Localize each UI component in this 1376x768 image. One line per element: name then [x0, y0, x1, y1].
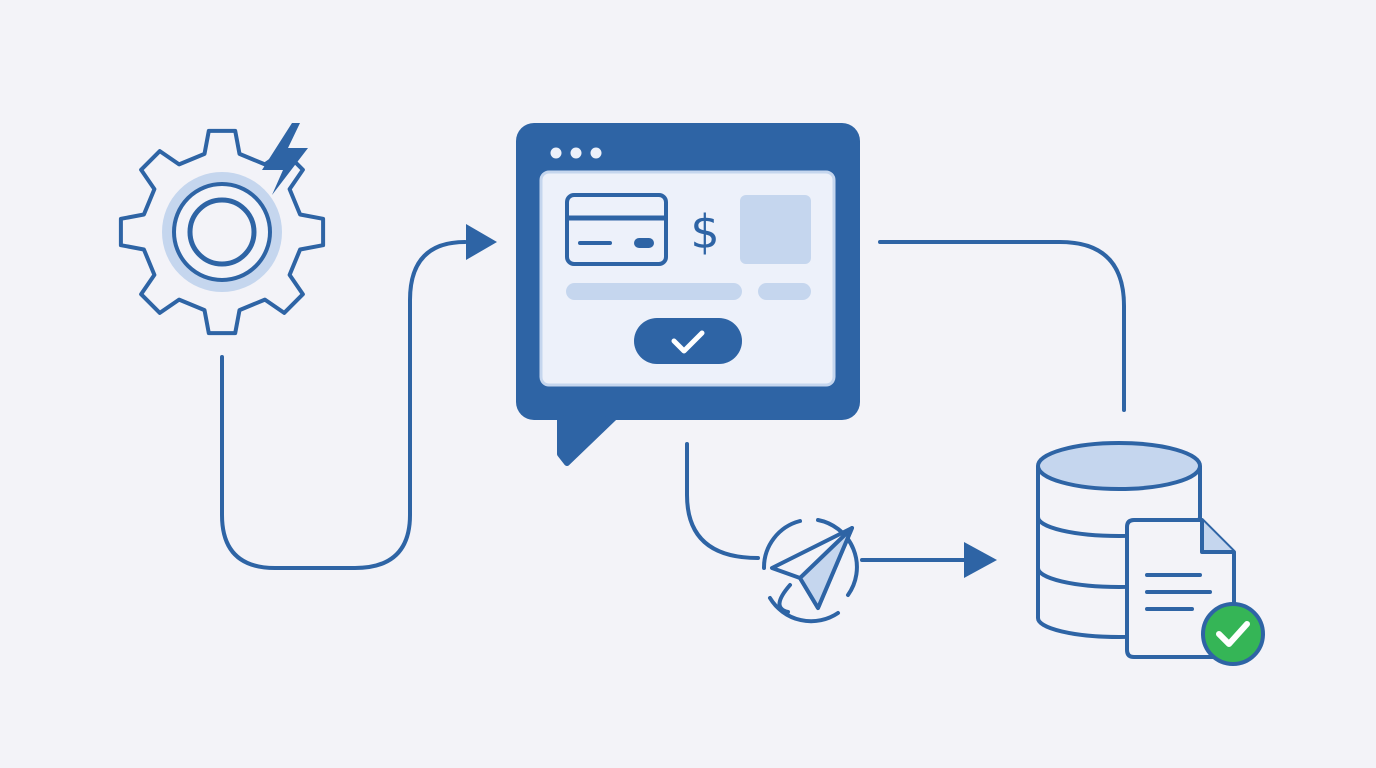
confirm-button-body[interactable] [634, 318, 742, 364]
success-badge [1201, 602, 1265, 666]
success-checkmark [1216, 621, 1250, 647]
connector-trigger-to-checkout [220, 240, 467, 570]
connectors [220, 240, 1126, 570]
window-dot [590, 147, 602, 159]
amount-field-bar [566, 283, 742, 300]
window-dot [570, 147, 582, 159]
arrowhead-to-checkout [466, 224, 497, 260]
product-image-placeholder [740, 195, 811, 264]
arrowhead-to-storage [964, 542, 997, 578]
connector-checkout-to-send [685, 442, 760, 560]
plane-loop [777, 583, 792, 614]
confirm-payment-button[interactable] [634, 318, 742, 364]
card-body [565, 193, 668, 266]
gear-inner-ring [187, 197, 257, 267]
database-top [1036, 441, 1202, 491]
secondary-field-bar [758, 283, 811, 300]
currency-symbol: $ [690, 205, 719, 259]
plane-ring [761, 518, 859, 624]
gear-icon [118, 128, 326, 336]
lightning-icon [262, 123, 308, 195]
window-dots [550, 147, 602, 159]
plane-fold [798, 526, 854, 610]
send-node [761, 518, 859, 624]
checkmark-icon [671, 330, 705, 354]
connector-checkout-to-storage [878, 240, 1126, 412]
paper-plane-icon [761, 518, 859, 624]
document-corner-fold [1200, 520, 1234, 554]
credit-card-icon [565, 193, 668, 266]
card-chip [634, 238, 654, 248]
window-dot [550, 147, 562, 159]
trigger-node [118, 123, 326, 336]
storage-node [1036, 441, 1265, 666]
speech-tail [557, 409, 621, 466]
success-check-icon [1201, 602, 1265, 666]
checkout-node: $ [516, 123, 860, 466]
